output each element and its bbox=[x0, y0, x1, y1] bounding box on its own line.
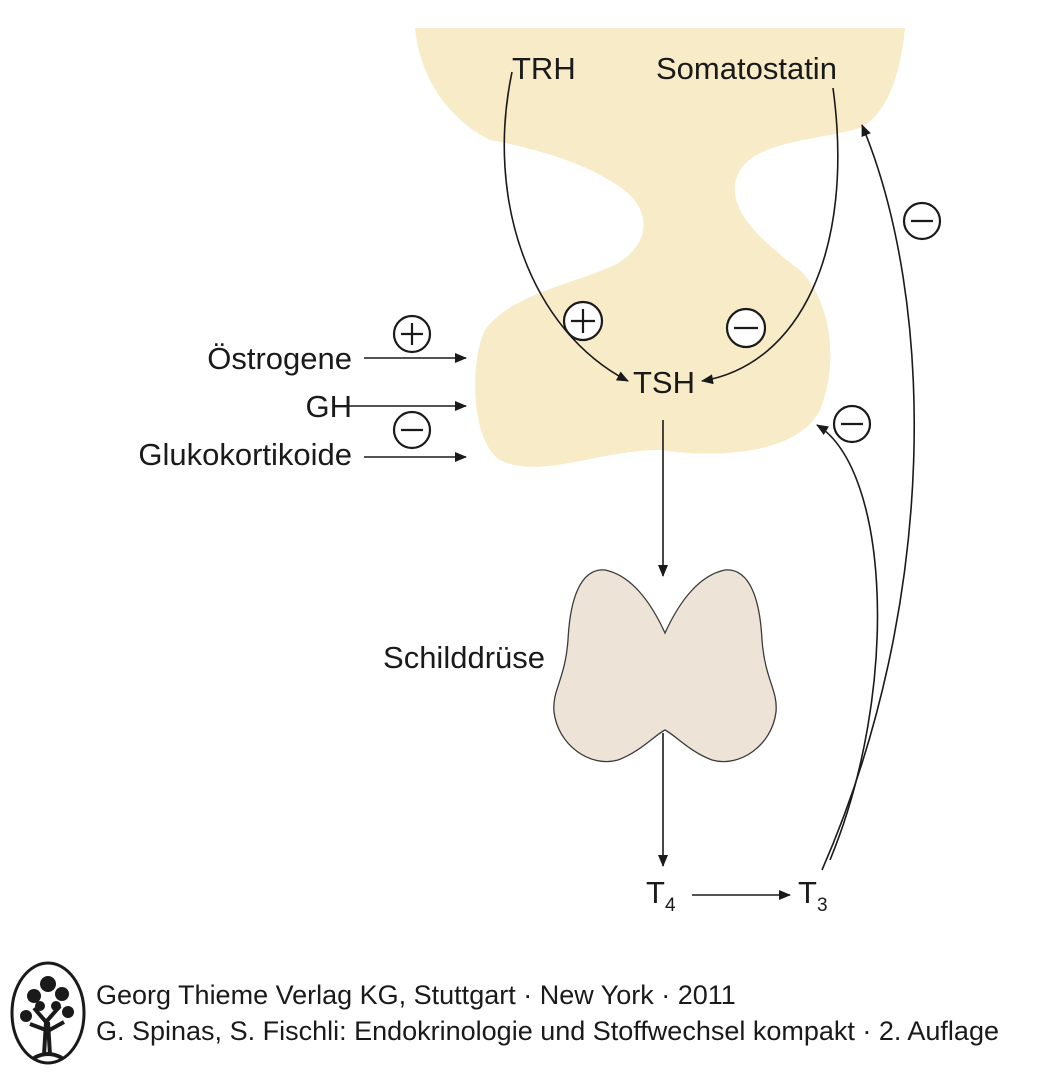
hypothalamus-pituitary-shape bbox=[415, 28, 905, 467]
somatostatin-label: Somatostatin bbox=[656, 51, 837, 86]
trh-to-tsh-arrow bbox=[503, 71, 629, 382]
footer-publisher-line: Georg Thieme Verlag KG, Stuttgart · New … bbox=[96, 980, 736, 1010]
t3-main: T bbox=[798, 875, 817, 910]
oestrogene-label: Östrogene bbox=[207, 341, 352, 376]
glukokortikoide-label: Glukokortikoide bbox=[138, 437, 352, 472]
schilddruese-label: Schilddrüse bbox=[383, 640, 545, 675]
minus-sign-feedback-pituitary bbox=[832, 404, 872, 444]
somatostatin-to-tsh-arrow bbox=[701, 87, 839, 385]
plus-sign-oestrogene bbox=[392, 314, 432, 354]
t4-subscript: 4 bbox=[665, 895, 676, 916]
publisher-footer: Georg Thieme Verlag KG, Stuttgart · New … bbox=[8, 958, 1058, 1068]
minus-sign-somatostatin bbox=[725, 307, 767, 349]
tsh-label: TSH bbox=[633, 365, 695, 400]
t4-label: T4 bbox=[646, 875, 676, 916]
t3-feedback-hypothalamus-arrow bbox=[821, 124, 916, 871]
t3-label: T3 bbox=[798, 875, 828, 916]
t3-subscript: 3 bbox=[817, 895, 828, 916]
thyroid-gland-shape bbox=[553, 569, 777, 763]
footer-citation-line: G. Spinas, S. Fischli: Endokrinologie un… bbox=[96, 1016, 999, 1046]
t4-main: T bbox=[646, 875, 665, 910]
minus-sign-glukokortikoide bbox=[392, 410, 432, 450]
publisher-tree-logo-icon bbox=[10, 961, 86, 1065]
plus-sign-trh bbox=[562, 300, 604, 342]
t3-feedback-pituitary-arrow bbox=[816, 424, 879, 861]
minus-sign-feedback-hypothalamus bbox=[902, 201, 942, 241]
trh-label: TRH bbox=[512, 51, 576, 86]
